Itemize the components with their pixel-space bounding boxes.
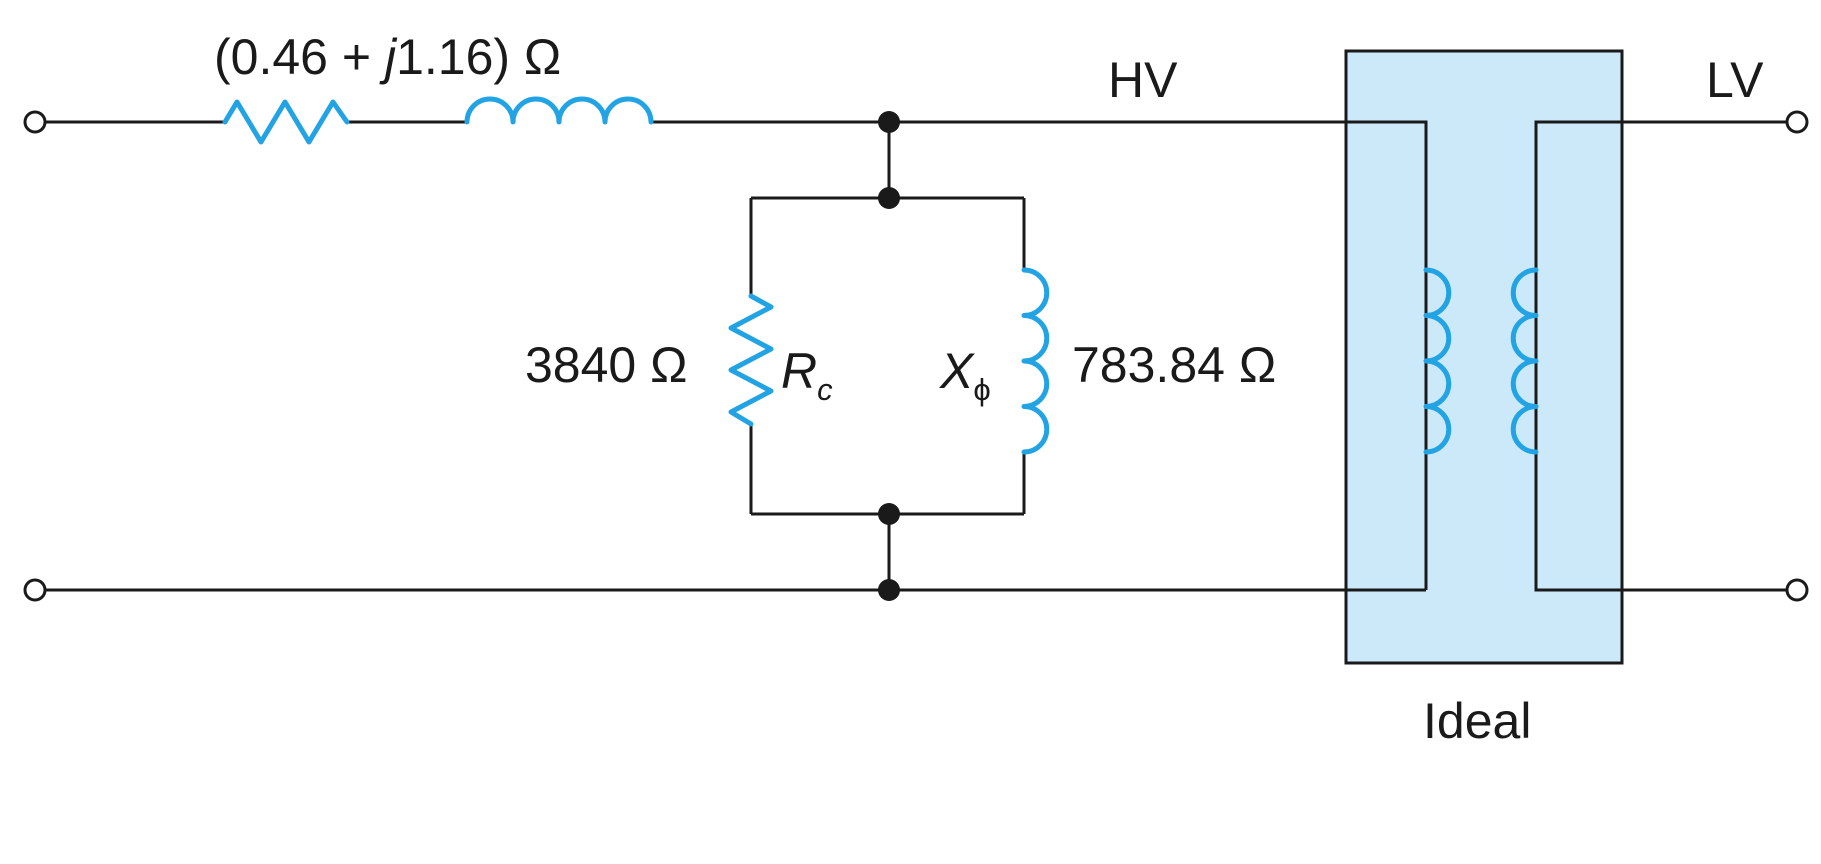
series-impedance-j: j	[384, 29, 397, 85]
ideal-transformer-box	[1344, 49, 1624, 665]
lv-terminal-bottom	[1785, 578, 1809, 602]
secondary-coil-symbol	[1510, 267, 1539, 455]
series-resistor-symbol	[222, 99, 350, 145]
series-impedance-prefix: (0.46 +	[214, 29, 385, 85]
xphi-symbol-label: Xϕ	[940, 346, 991, 405]
xphi-inductor-symbol	[1021, 267, 1050, 455]
primary-coil-symbol	[1423, 267, 1452, 455]
series-impedance-suffix: 1.16) Ω	[396, 29, 562, 85]
junction-dot	[878, 579, 900, 601]
hv-terminal-top	[23, 110, 47, 134]
xphi-value-label: 783.84 Ω	[1072, 337, 1277, 393]
junction-dot	[878, 111, 900, 133]
hv-label: HV	[1108, 52, 1178, 108]
series-inductor-symbol	[464, 96, 654, 125]
lv-top-wire	[1534, 120, 1794, 592]
rc-symbol-label: Rc	[781, 346, 833, 405]
junction-dot	[878, 187, 900, 209]
junction-dot	[878, 503, 900, 525]
xphi-subscript: ϕ	[973, 371, 991, 407]
rc-resistor-symbol	[728, 293, 774, 427]
rc-subscript: c	[817, 371, 833, 407]
series-impedance-label: (0.46 + j1.16) Ω	[214, 32, 561, 82]
rc-symbol: R	[781, 343, 818, 399]
lv-terminal-top	[1785, 110, 1809, 134]
ideal-label: Ideal	[1423, 693, 1532, 749]
rc-value-label: 3840 Ω	[525, 337, 688, 393]
xphi-symbol: X	[940, 343, 974, 399]
top-wire-right	[651, 120, 1428, 590]
hv-terminal-bottom	[23, 578, 47, 602]
lv-label: LV	[1706, 52, 1764, 108]
